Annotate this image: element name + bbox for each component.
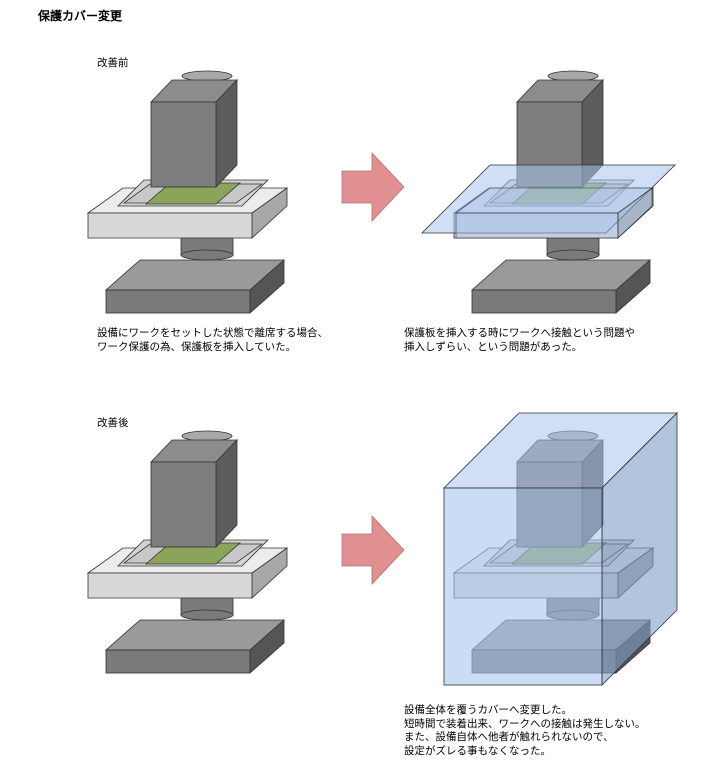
machine-before-right: [421, 70, 676, 314]
protective-plate: [421, 164, 676, 239]
page-title: 保護カバー変更: [38, 9, 123, 23]
machine-after-left: [87, 430, 288, 674]
machine-before-left: [87, 70, 288, 314]
arrow-before: [341, 152, 405, 222]
arrow-after: [341, 515, 405, 585]
before-right-caption: 保護板を挿入する時にワークへ接触という問題や 挿入しずらい、という問題があった。: [404, 327, 635, 353]
machine-after-right: [443, 412, 678, 686]
full-cover-box: [443, 412, 678, 686]
after-caption: 設備全体を覆うカバーへ変更した。 短時間で装着出来、ワークへの接触は発生しない。…: [404, 704, 646, 757]
before-left-caption: 設備にワークをセットした状態で離席する場合、 ワーク保護の為、保護板を挿入してい…: [97, 327, 328, 353]
before-section-label: 改善前: [97, 57, 129, 69]
after-section-label: 改善後: [97, 417, 129, 429]
